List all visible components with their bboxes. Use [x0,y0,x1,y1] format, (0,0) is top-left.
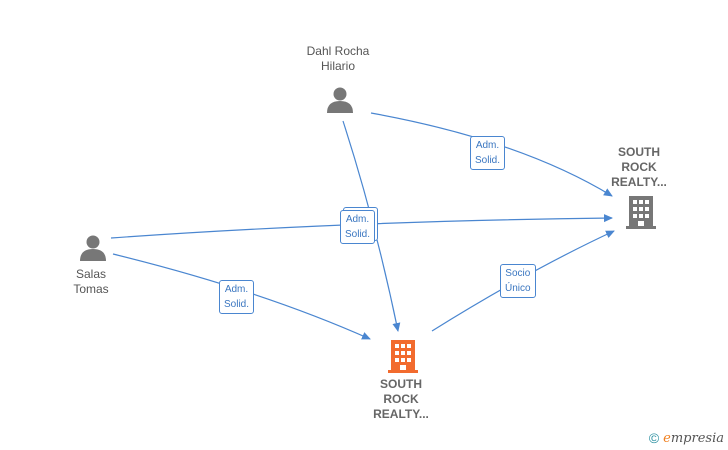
node-label-line: ROCK [383,392,419,406]
edge-label-adm-solid[interactable]: Adm. Solid. [219,280,255,314]
brand-logo-rest: mpresia [670,430,724,446]
brand-logo-e: e [663,430,671,446]
edge-label-line: Solid. [345,229,371,240]
node-label-dahl-rocha[interactable]: Dahl Rocha Hilario [290,44,386,74]
edge-label-line: Adm. [475,140,500,151]
edge-dahl-to-company-top [370,112,613,197]
node-label-salas-tomas[interactable]: Salas Tomas [56,267,126,297]
edge-label-adm-solid-stacked[interactable]: Adm. Solid. [340,210,376,244]
person-icon[interactable] [327,87,353,114]
building-icon[interactable] [626,196,656,229]
copyright-icon: © [648,430,660,446]
person-icon[interactable] [80,235,106,262]
node-label-line: SOUTH [380,377,422,391]
node-label-line: Hilario [320,59,355,73]
node-label-company-main[interactable]: SOUTH ROCK REALTY... [360,377,442,422]
edge-label-adm-solid[interactable]: Adm. Solid. [470,136,506,170]
node-label-company-top[interactable]: SOUTH ROCK REALTY... [600,145,678,190]
edge-label-line: Único [505,283,531,294]
node-label-line: SOUTH [618,145,660,159]
node-label-line: REALTY... [611,175,667,189]
brand-logo: empresia [663,431,724,446]
copyright-watermark: © empresia [649,430,724,446]
edge-label-line: Adm. [345,214,370,225]
edge-label-line: Socio [505,268,531,279]
building-icon[interactable] [388,340,418,373]
edge-label-line: Solid. [475,155,501,166]
node-label-line: Tomas [73,282,109,296]
edge-label-line: Adm. [224,284,249,295]
node-label-line: ROCK [621,160,657,174]
node-label-line: REALTY... [373,407,429,421]
node-label-line: Dahl Rocha [306,44,370,58]
edge-label-socio-unico[interactable]: Socio Único [500,264,536,298]
edge-label-line: Solid. [224,299,250,310]
node-label-line: Salas [75,267,107,281]
